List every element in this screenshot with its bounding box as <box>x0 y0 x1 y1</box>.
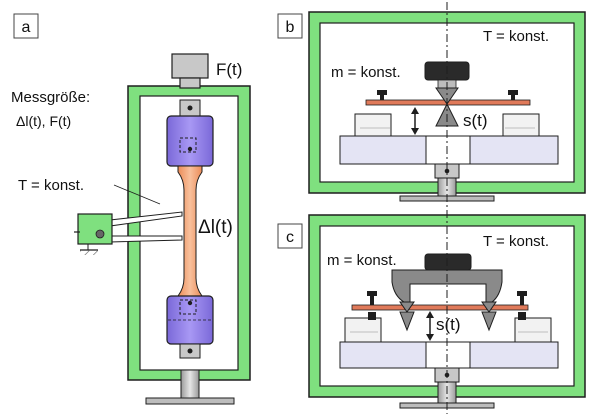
panel-a: a F(t) <box>11 13 251 405</box>
panel-b-tag: b <box>286 19 295 36</box>
lower-rod <box>180 369 200 401</box>
upper-pin <box>187 105 193 111</box>
panel-c-sample <box>351 304 529 311</box>
panel-c-displacement-label: s(t) <box>436 315 461 334</box>
panel-c-indenter-left-top <box>399 301 415 313</box>
panel-a-temp-label: T = konst. <box>18 177 84 194</box>
panel-c-right-support <box>514 291 552 343</box>
panel-b-temp-label: T = konst. <box>483 28 549 45</box>
panel-a-tag: a <box>22 19 31 36</box>
measure-values: Δl(t), F(t) <box>16 113 71 129</box>
force-label: F(t) <box>216 60 242 79</box>
panel-c-weight <box>424 253 472 271</box>
measure-title: Messgröße: <box>11 89 90 106</box>
panel-b-right-support <box>502 90 540 137</box>
panel-c-base-center <box>425 341 471 369</box>
extensometer <box>74 211 183 255</box>
elongation-label: Δl(t) <box>198 217 233 238</box>
panel-a-temp-leader <box>113 184 161 205</box>
panel-c-left-support <box>344 291 382 343</box>
upper-grip <box>166 115 214 167</box>
panel-c-mass-label: m = konst. <box>327 252 397 269</box>
panel-c-tag: c <box>286 229 294 246</box>
panel-b-displacement-arrow <box>411 107 419 135</box>
panel-c-yoke <box>391 269 503 303</box>
panel-b-tag-box <box>277 13 303 39</box>
panel-c-temp-label: T = konst. <box>483 233 549 250</box>
panel-b-left-support <box>354 90 392 137</box>
panel-b: b <box>277 11 586 202</box>
panel-c-tag-box <box>277 223 303 249</box>
panel-b-mass-label: m = konst. <box>331 64 401 81</box>
panel-c-indenter-right-top <box>481 301 497 313</box>
panel-b-displacement-label: s(t) <box>463 111 488 130</box>
panel-c: c <box>277 214 586 409</box>
lower-pin <box>187 348 193 354</box>
panel-c-displacement-arrow <box>426 311 434 341</box>
load-cell <box>171 53 209 89</box>
lower-grip <box>166 295 214 345</box>
panel-b-base-center <box>425 135 471 165</box>
panel-a-tag-box <box>13 13 39 39</box>
panel-b-pin-dot <box>444 168 450 174</box>
base-plate <box>145 397 235 405</box>
